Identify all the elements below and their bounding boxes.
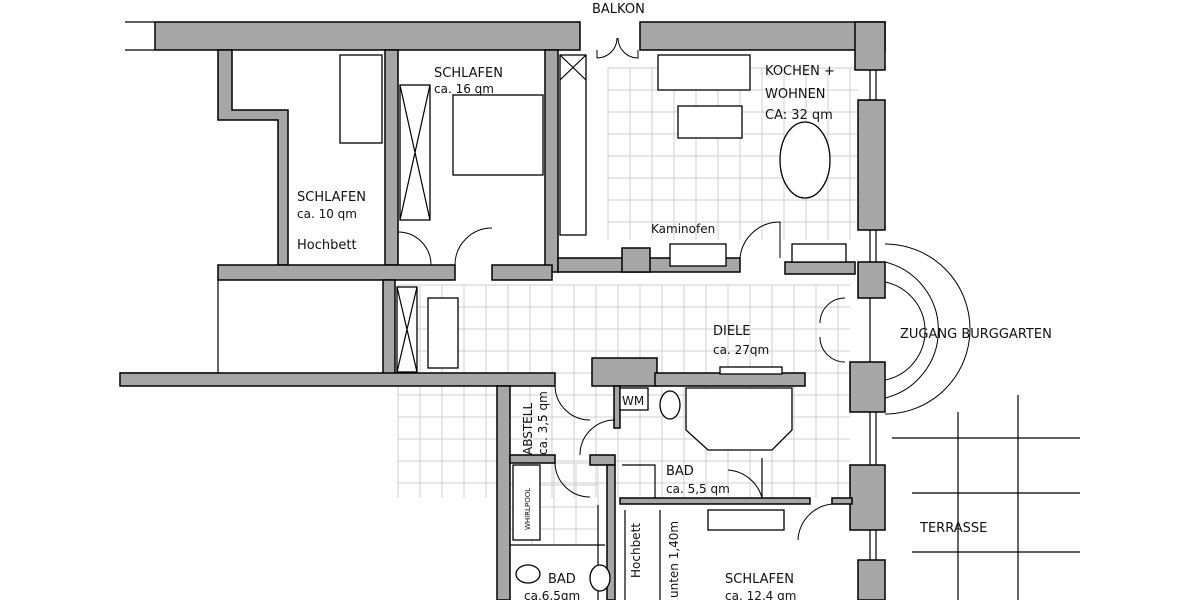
area-schlafen-16: ca. 16 qm xyxy=(434,82,494,96)
label-wohnen: WOHNEN xyxy=(765,87,826,102)
area-schlafen-10: ca. 10 qm xyxy=(297,207,357,221)
label-schlafen-124: SCHLAFEN xyxy=(725,572,794,587)
label-kochen: KOCHEN + xyxy=(765,64,835,79)
label-hochbett: Hochbett xyxy=(297,238,357,253)
label-hochbett-2: Hochbett xyxy=(629,523,643,578)
label-bad-55: BAD xyxy=(666,464,694,479)
room-labels: BALKON SCHLAFEN ca. 16 qm KOCHEN + WOHNE… xyxy=(297,2,1052,600)
label-terrasse: TERRASSE xyxy=(919,521,987,536)
area-schlafen-124: ca. 12,4 qm xyxy=(725,589,796,600)
label-diele: DIELE xyxy=(713,324,751,339)
label-bad-65: BAD xyxy=(548,572,576,587)
area-abstell: ca. 3,5 qm xyxy=(536,391,550,455)
label-wm: WM xyxy=(622,394,644,408)
doors xyxy=(397,37,971,541)
label-whirlpool: WHIRLPOOL xyxy=(524,488,532,530)
area-bad-65: ca.6,5qm xyxy=(524,589,580,600)
label-kaminofen: Kaminofen xyxy=(651,222,715,236)
area-bad-55: ca. 5,5 qm xyxy=(666,482,730,496)
label-zugang-burggarten: ZUGANG BURGGARTEN xyxy=(900,327,1052,342)
label-balkon: BALKON xyxy=(592,2,645,17)
label-abstell: ABSTELL xyxy=(521,403,535,455)
label-schlafen-16: SCHLAFEN xyxy=(434,66,503,81)
label-unten-140: unten 1,40m xyxy=(667,521,681,598)
terrace-grid xyxy=(892,395,1080,600)
area-kochen-wohnen: CA: 32 qm xyxy=(765,108,833,123)
furniture xyxy=(339,54,847,600)
walls xyxy=(119,21,886,600)
area-diele: ca. 27qm xyxy=(713,343,769,357)
label-schlafen-10: SCHLAFEN xyxy=(297,190,366,205)
